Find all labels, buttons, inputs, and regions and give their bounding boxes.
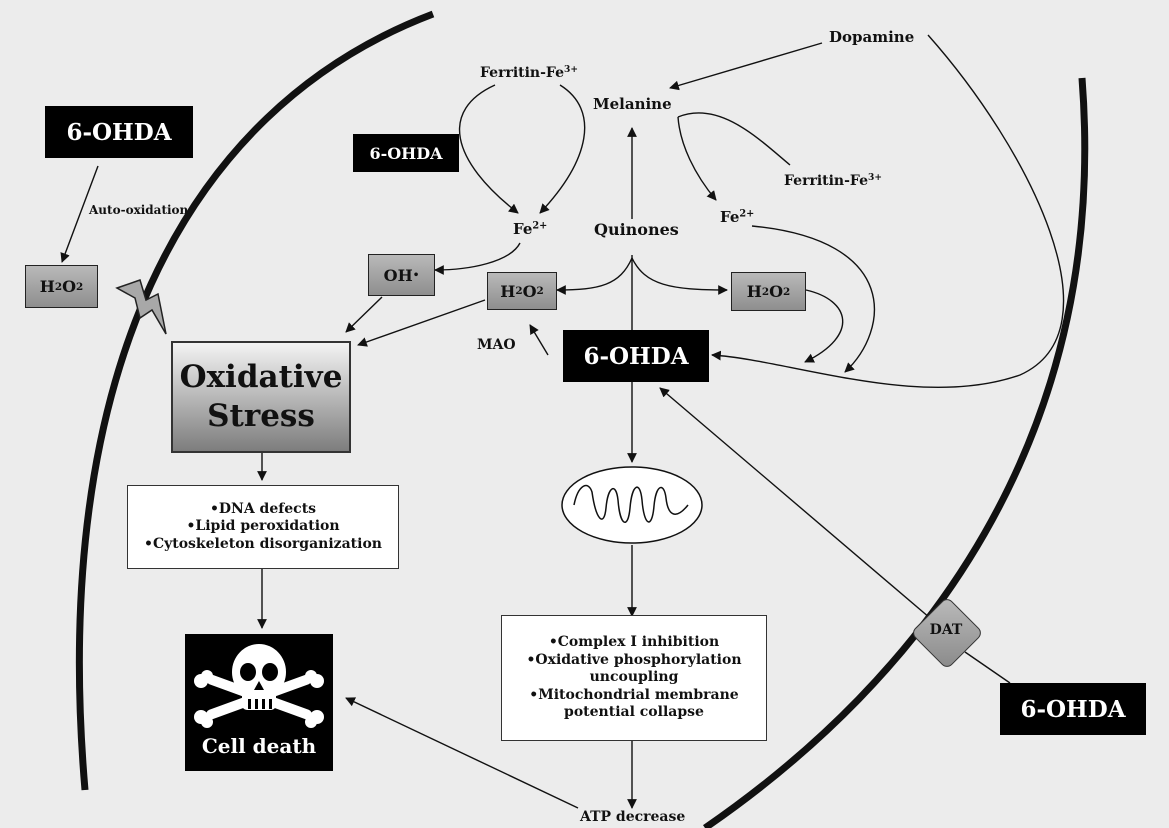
fe-right-sup: 2+	[739, 208, 755, 220]
arrow-atp-to-death	[345, 697, 579, 809]
atp-decrease-label: ATP decrease	[580, 809, 686, 825]
oh-label: OH	[383, 265, 413, 285]
oxidative-effect-item: •Lipid peroxidation	[186, 518, 340, 535]
quinones-label: Quinones	[594, 220, 679, 239]
arrow-to-h2o2-right	[631, 257, 728, 295]
arrow-fe-right-to-ohda	[751, 225, 876, 373]
fe-left-base: Fe	[513, 220, 533, 238]
ohda-top-left-label: 6-OHDA	[66, 118, 172, 146]
arrow-dat-to-ohda	[659, 387, 931, 619]
mao-label: MAO	[477, 337, 516, 353]
h2o2-center-h: H	[500, 281, 516, 301]
ohda-box-top-left: 6-OHDA	[45, 106, 193, 158]
mito-effect-item: •Complex I inhibition	[548, 634, 720, 651]
dat-label: DAT	[929, 622, 963, 638]
arrow-to-h2o2-center	[556, 257, 633, 295]
oxidative-effect-item: •Cytoskeleton disorganization	[144, 535, 382, 552]
fe-left-label: Fe2+	[513, 220, 548, 238]
cell-death-label: Cell death	[201, 734, 317, 758]
dopamine-label: Dopamine	[829, 28, 915, 46]
line-melanine-to-ferritin	[677, 112, 791, 166]
ferritin-right-sup: 3+	[868, 172, 882, 183]
arrow-melanine-to-fe	[677, 116, 717, 201]
mito-effect-item: potential collapse	[564, 704, 704, 721]
mito-effect-item: uncoupling	[589, 669, 679, 686]
h2o2-left-h: H	[39, 277, 55, 296]
oxidative-stress-line2: Stress	[207, 398, 315, 434]
line-extracellular-to-dat	[964, 651, 1011, 684]
skull-crossbones-icon	[194, 644, 324, 728]
ferritin-right-base: Ferritin-Fe	[784, 173, 869, 189]
ohda-extracellular-label: 6-OHDA	[1020, 695, 1126, 723]
h2o2-left-o: O	[62, 277, 77, 296]
mito-effect-item: •Oxidative phosphorylation	[526, 651, 742, 668]
left-cell-membrane	[75, 10, 435, 791]
ohda-box-extracellular: 6-OHDA	[1000, 683, 1146, 735]
cell-death-box: Cell death	[185, 634, 333, 771]
oxidative-effect-item: •DNA defects	[209, 500, 317, 517]
arrow-fe-to-oh	[434, 242, 521, 275]
ferritin-left-base: Ferritin-Fe	[480, 65, 565, 81]
lightning-bolt-icon	[115, 279, 167, 335]
ferritin-left-sup: 3+	[564, 64, 578, 75]
fe-right-label: Fe2+	[720, 208, 755, 226]
h2o2-center-o: O	[522, 281, 537, 301]
arrow-ferritin-loop-b	[539, 84, 586, 214]
h2o2-right-h: H	[746, 282, 762, 301]
right-cell-membrane	[703, 77, 1089, 828]
arrow-h2o2-right-to-ohda	[804, 289, 844, 363]
arrow-dopamine-to-ohda	[711, 34, 1065, 388]
oxidative-effects-box: •DNA defects •Lipid peroxidation •Cytosk…	[127, 485, 399, 569]
arrow-oh-to-stress	[345, 296, 383, 333]
arrow-autooxidation	[60, 165, 99, 263]
fe-left-sup: 2+	[532, 220, 548, 232]
oxidative-stress-line1: Oxidative	[179, 359, 343, 396]
oxidative-stress-box: Oxidative Stress	[171, 341, 351, 453]
auto-oxidation-label: Auto-oxidation	[89, 203, 189, 217]
ohda-box-upper: 6-OHDA	[353, 134, 459, 172]
ohda-upper-label: 6-OHDA	[369, 143, 443, 163]
arrow-h2o2-to-stress	[357, 299, 486, 347]
ohda-box-center: 6-OHDA	[563, 330, 709, 382]
ohda-center-label: 6-OHDA	[583, 342, 689, 370]
fe-right-base: Fe	[720, 208, 740, 226]
melanine-label: Melanine	[593, 95, 672, 113]
arrow-mao	[529, 324, 549, 356]
arrow-ferritin-loop-a	[459, 84, 519, 214]
ferritin-left-label: Ferritin-Fe3+	[480, 64, 578, 81]
arrow-dopamine-to-melanine	[669, 42, 823, 91]
mito-effect-item: •Mitochondrial membrane	[529, 686, 739, 703]
h2o2-right-o: O	[769, 282, 784, 301]
oh-radical-box: OH•	[368, 254, 435, 296]
ferritin-right-label: Ferritin-Fe3+	[784, 172, 882, 189]
mitochondrial-effects-box: •Complex I inhibition •Oxidative phospho…	[501, 615, 767, 741]
mitochondrion-icon	[561, 466, 703, 544]
